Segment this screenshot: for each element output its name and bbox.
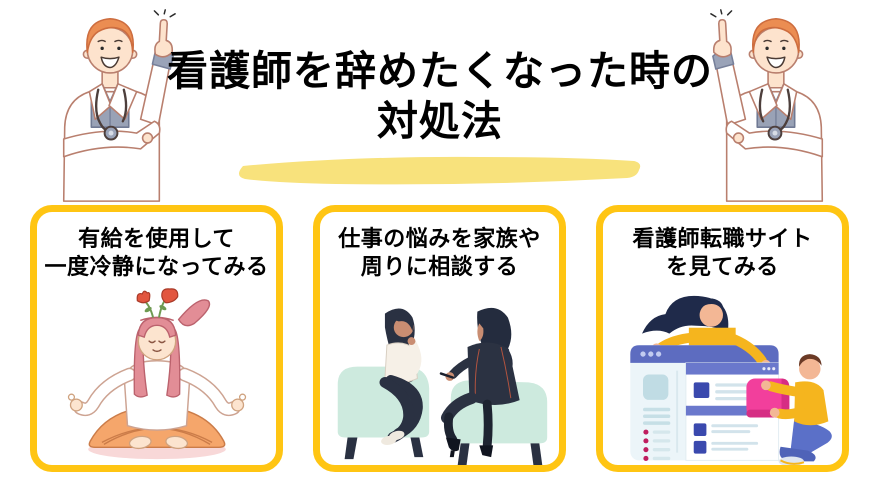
card-title-line2: を見てみる (666, 253, 779, 279)
card-title: 仕事の悩みを家族や 周りに相談する (320, 225, 559, 280)
card-use-paid-leave: 有給を使用して 一度冷静になってみる (30, 205, 283, 472)
meditating-woman-illustration (37, 282, 276, 465)
card-title: 有給を使用して 一度冷静になってみる (37, 225, 276, 280)
card-check-job-site: 看護師転職サイト を見てみる (596, 205, 849, 472)
job-search-website-illustration (603, 282, 842, 465)
card-title-line1: 仕事の悩みを家族や (338, 226, 541, 251)
page-title: 看護師を辞めたくなった時の 対処法 (0, 46, 880, 146)
card-title-line1: 看護師転職サイト (632, 226, 813, 251)
page-title-line2: 対処法 (377, 98, 503, 145)
counseling-illustration (320, 282, 559, 465)
card-consult-family: 仕事の悩みを家族や 周りに相談する (313, 205, 566, 472)
card-title-line2: 一度冷静になってみる (44, 253, 269, 279)
card-title: 看護師転職サイト を見てみる (603, 225, 842, 280)
card-title-line1: 有給を使用して (78, 226, 235, 251)
options-row: 有給を使用して 一度冷静になってみる (30, 205, 850, 472)
card-title-line2: 周りに相談する (360, 253, 519, 279)
title-underline-brush-stroke (238, 156, 641, 185)
page-title-line1: 看護師を辞めたくなった時の (167, 48, 713, 94)
